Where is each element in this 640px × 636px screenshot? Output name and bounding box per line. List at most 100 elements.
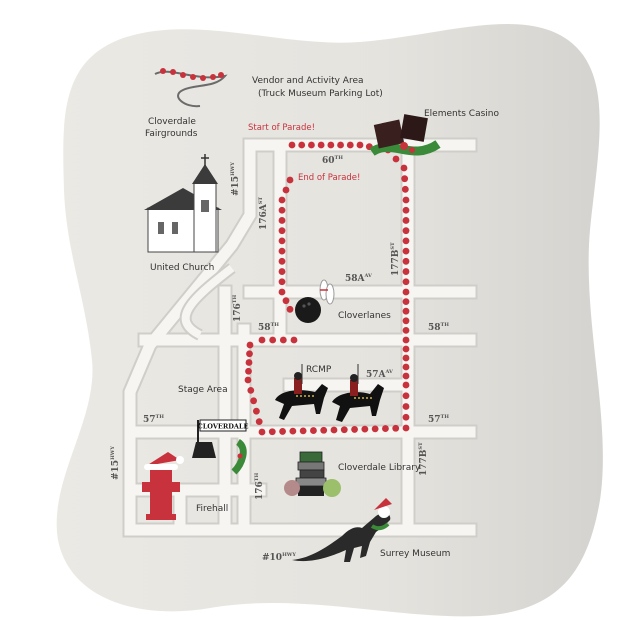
parade-dot bbox=[278, 227, 286, 235]
parade-dot bbox=[299, 427, 307, 435]
parade-dot bbox=[246, 350, 253, 358]
parade-dot bbox=[310, 427, 317, 434]
parade-dot bbox=[286, 305, 294, 313]
street-58a-ave: 58AAV bbox=[345, 273, 372, 284]
parade-dot bbox=[402, 327, 410, 334]
church-icon bbox=[144, 154, 222, 253]
parade-dot bbox=[288, 141, 296, 149]
cloverdale-sign-icon: CLOVERDALE bbox=[192, 419, 249, 475]
parade-dot bbox=[298, 141, 306, 149]
parade-dot bbox=[392, 155, 400, 163]
parade-dot bbox=[400, 164, 408, 172]
fairgrounds-label: Cloverdale bbox=[148, 117, 196, 127]
street-177b-bottom: 177BST bbox=[418, 442, 429, 476]
parade-dot bbox=[278, 237, 286, 245]
parade-dot bbox=[258, 336, 266, 344]
street-labels: 60TH 58AAV 58TH 58TH 57AAV 57TH 57TH #10… bbox=[110, 155, 449, 563]
gift-boxes-icon bbox=[369, 114, 441, 156]
fairgrounds-sublabel: Fairgrounds bbox=[145, 129, 198, 139]
parade-dot bbox=[278, 247, 286, 255]
cloverdale-sign-text: CLOVERDALE bbox=[198, 423, 249, 431]
parade-dot bbox=[402, 206, 410, 214]
parade-dot bbox=[402, 317, 410, 325]
parade-dot bbox=[402, 363, 410, 371]
parade-dot bbox=[402, 354, 410, 362]
parade-dot bbox=[402, 345, 410, 353]
parade-dot bbox=[278, 206, 286, 214]
parade-dot bbox=[279, 428, 286, 435]
parade-dot bbox=[282, 297, 290, 305]
parade-dot bbox=[278, 288, 286, 296]
bowling-icon bbox=[295, 279, 335, 323]
parade-dot bbox=[268, 428, 276, 436]
end-of-parade-label: End of Parade! bbox=[298, 173, 360, 183]
parade-dot bbox=[245, 359, 253, 366]
united-church-label: United Church bbox=[150, 263, 214, 273]
parade-dot bbox=[401, 185, 409, 193]
parade-dot bbox=[402, 424, 410, 432]
parade-dot bbox=[392, 424, 400, 432]
street-177b-top: 177BST bbox=[390, 242, 401, 276]
parade-dot bbox=[371, 425, 379, 433]
map-background bbox=[56, 24, 603, 617]
parade-dot bbox=[253, 407, 260, 415]
dinosaur-skeleton-icon bbox=[292, 498, 392, 562]
parade-dot bbox=[402, 403, 410, 410]
parade-dot bbox=[402, 298, 410, 305]
vendor-area-label: Vendor and Activity Area bbox=[252, 76, 364, 86]
street-hwy15-bottom: #15HWY bbox=[110, 446, 121, 480]
street-58th-right: 58TH bbox=[428, 322, 449, 333]
parade-dot bbox=[269, 336, 277, 344]
stage-area-label: Stage Area bbox=[178, 385, 228, 395]
casino-label: Elements Casino bbox=[424, 109, 500, 119]
parade-dot bbox=[278, 257, 286, 265]
parade-dot bbox=[402, 288, 410, 296]
parade-dot bbox=[402, 268, 410, 275]
parade-dot bbox=[402, 392, 410, 400]
parade-dot bbox=[337, 141, 344, 149]
parade-dot bbox=[320, 426, 328, 434]
parade-dot bbox=[361, 425, 369, 433]
mounted-police-icon bbox=[275, 364, 384, 422]
cloverlanes-label: Cloverlanes bbox=[338, 311, 391, 321]
parade-dot bbox=[402, 237, 410, 245]
parade-dot bbox=[258, 428, 266, 436]
parade-dot bbox=[244, 376, 252, 384]
parade-dot bbox=[286, 176, 294, 184]
parade-dot bbox=[402, 227, 410, 235]
street-hwy10: #10HWY bbox=[262, 552, 296, 563]
street-176th-top: 176TH bbox=[232, 294, 243, 322]
parade-dot bbox=[402, 217, 410, 224]
fire-hydrant-icon bbox=[142, 452, 184, 520]
firehall-label: Firehall bbox=[196, 504, 228, 514]
street-176th-bottom: 176TH bbox=[254, 472, 265, 500]
parade-dot bbox=[382, 425, 389, 432]
street-57th-left: 57TH bbox=[143, 414, 164, 425]
rcmp-label: RCMP bbox=[306, 365, 332, 375]
street-176a: 176AST bbox=[258, 197, 269, 230]
parade-dot bbox=[278, 217, 286, 224]
parade-dot bbox=[402, 372, 410, 380]
start-of-parade-label: Start of Parade! bbox=[248, 123, 315, 133]
parade-dot bbox=[247, 387, 255, 394]
parade-dot bbox=[402, 196, 410, 204]
street-hwy15-top: #15HWY bbox=[230, 162, 241, 196]
parade-dot bbox=[245, 367, 252, 375]
parade-dot bbox=[250, 397, 257, 405]
vendor-area-sublabel: (Truck Museum Parking Lot) bbox=[258, 89, 383, 99]
street-57th-right: 57TH bbox=[428, 414, 449, 425]
parade-dot bbox=[255, 418, 263, 425]
parade-dot bbox=[340, 426, 348, 434]
street-58th-left: 58TH bbox=[258, 322, 279, 333]
parade-dot bbox=[278, 278, 286, 286]
parade-dot bbox=[279, 336, 287, 344]
parade-route bbox=[244, 141, 410, 436]
parade-dot bbox=[402, 247, 410, 255]
books-icon bbox=[284, 451, 341, 497]
parade-dot bbox=[356, 141, 364, 149]
parade-dot bbox=[246, 341, 254, 349]
parade-dot bbox=[402, 413, 410, 421]
place-labels: Vendor and Activity Area (Truck Museum P… bbox=[145, 76, 500, 559]
christmas-lights-icon bbox=[154, 68, 228, 108]
cloverdale-library-label: Cloverdale Library bbox=[338, 463, 421, 473]
